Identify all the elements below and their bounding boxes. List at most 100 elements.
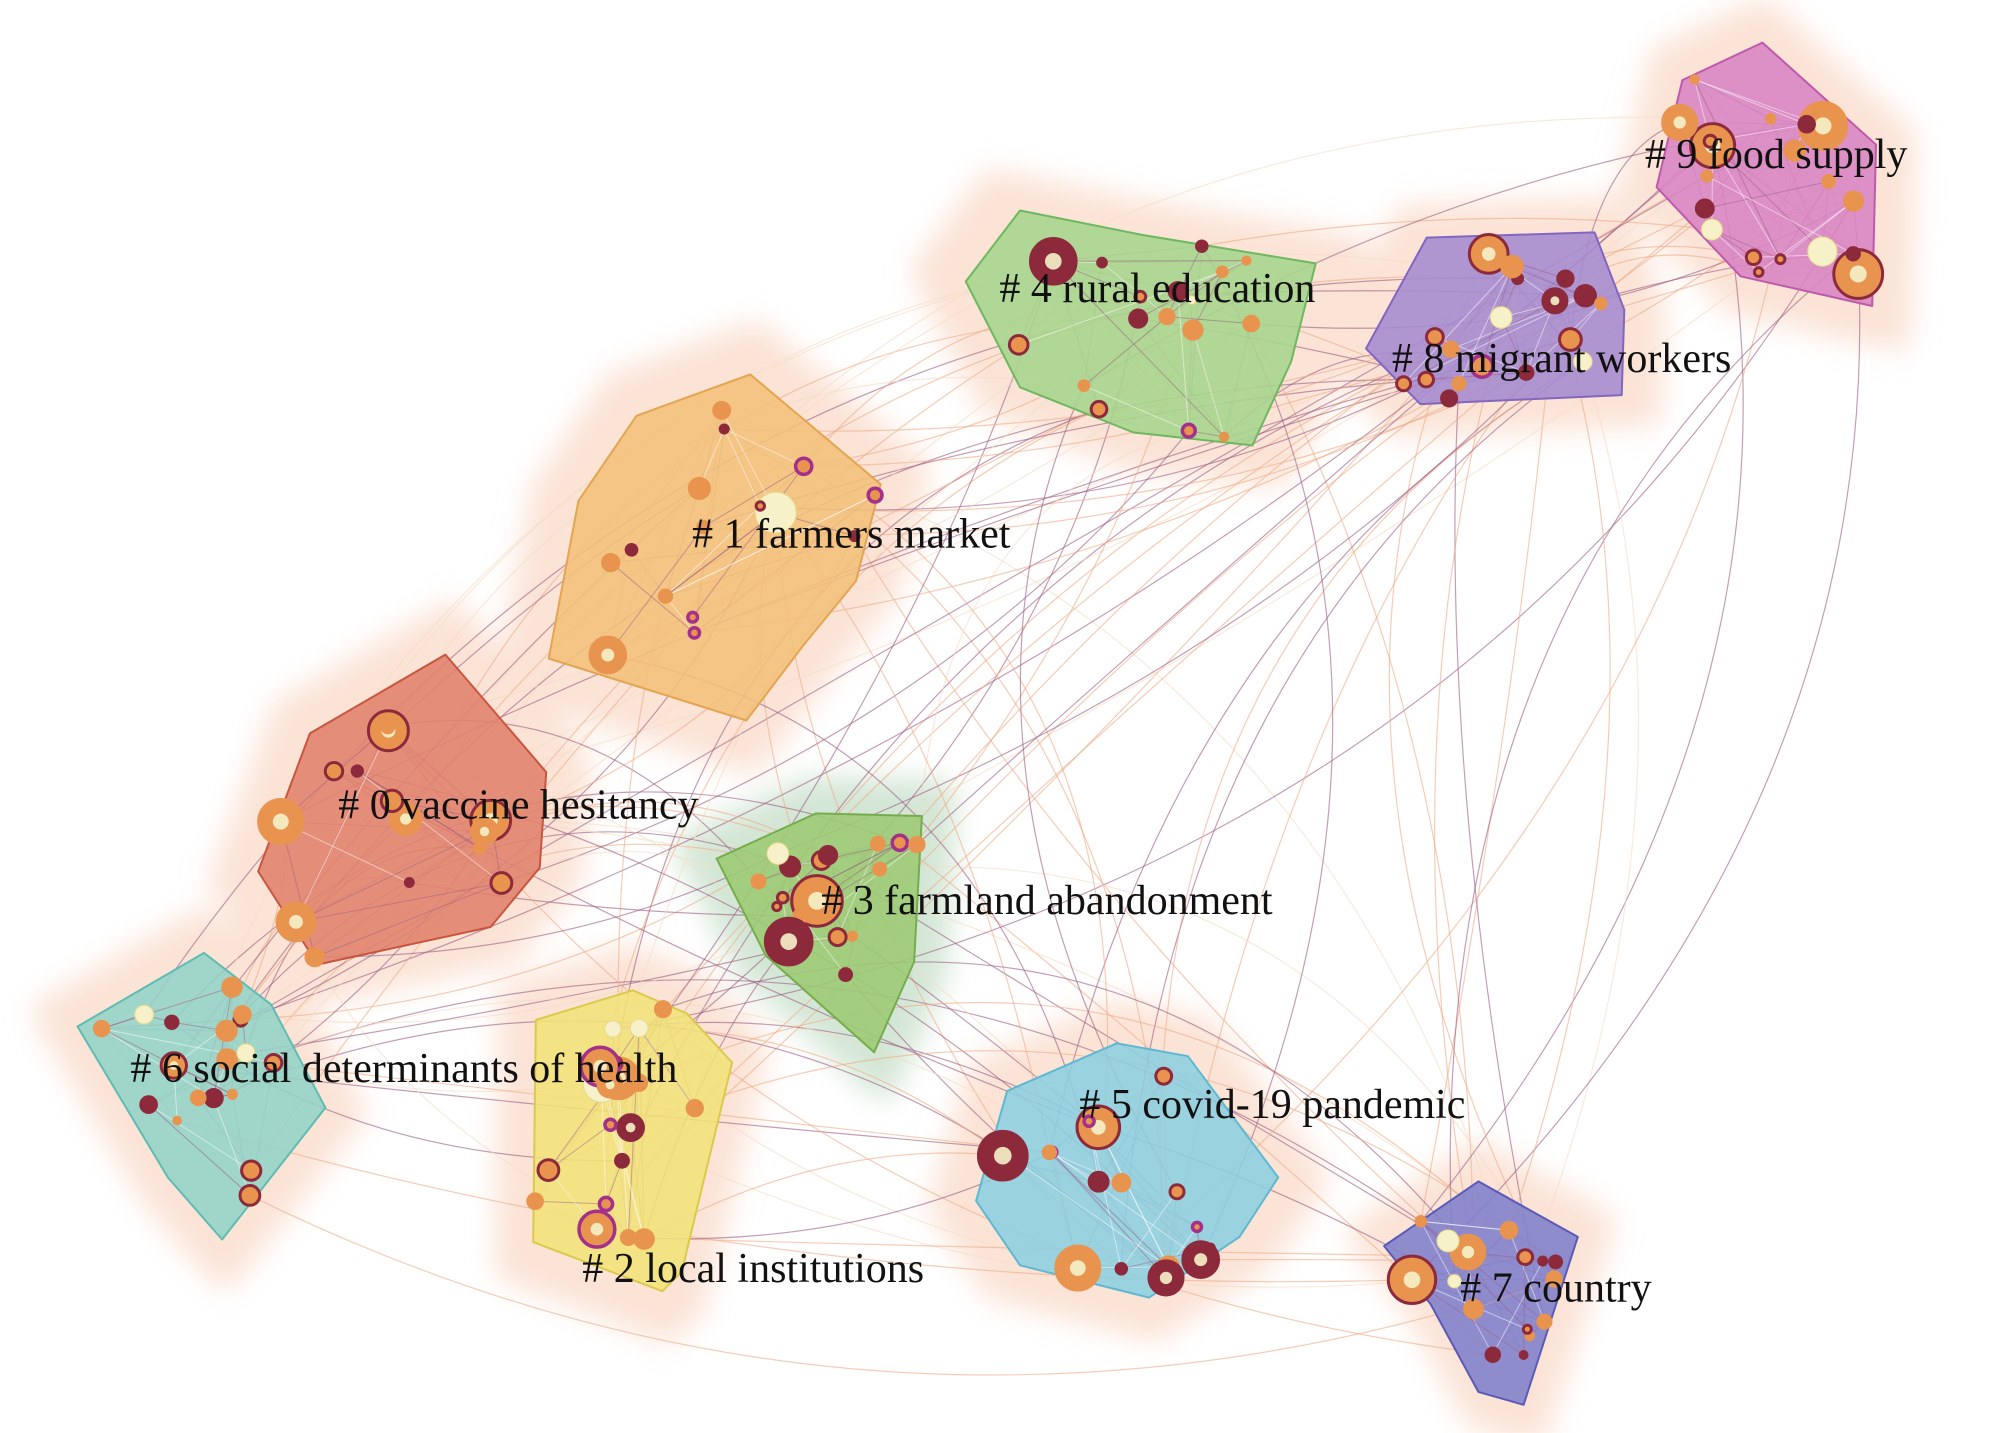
network-node: [403, 877, 415, 888]
network-node-core: [1673, 116, 1686, 129]
network-node: [908, 835, 926, 854]
network-node: [1689, 74, 1700, 85]
network-node: [139, 1095, 158, 1114]
cluster-label-1: # 1 farmers market: [692, 511, 1011, 557]
network-node: [1417, 370, 1435, 389]
cluster-label-4: # 4 rural education: [999, 266, 1315, 312]
network-node: [838, 967, 854, 983]
network-node: [379, 788, 405, 814]
network-node: [1545, 1270, 1563, 1288]
network-node: [696, 519, 711, 535]
network-node: [1700, 169, 1714, 183]
network-node: [1015, 1158, 1026, 1170]
intra-link: [723, 428, 804, 467]
cluster-label-2: # 2 local institutions: [582, 1246, 924, 1292]
network-node: [1395, 375, 1413, 393]
cluster-label-8: # 8 migrant workers: [1392, 336, 1731, 382]
intra-link: [1097, 1127, 1169, 1268]
network-node: [1558, 327, 1583, 352]
network-node: [1241, 255, 1252, 266]
network-node: [1077, 379, 1091, 392]
network-node-core: [169, 1061, 179, 1070]
inter-cluster-link: [916, 145, 1713, 846]
network-node: [1218, 431, 1230, 443]
network-node: [1087, 1170, 1110, 1193]
inter-cluster-link: [777, 303, 1602, 855]
cluster-hull-7: [1383, 1180, 1579, 1406]
intra-link: [1420, 1220, 1509, 1231]
intra-link: [213, 1097, 251, 1196]
intra-link: [148, 1104, 251, 1196]
intra-link: [1020, 1163, 1169, 1268]
intra-link: [692, 465, 805, 618]
network-node-core: [768, 505, 783, 520]
network-node-core: [1461, 1245, 1475, 1259]
network-node: [1242, 314, 1261, 333]
network-node-core: [1194, 1253, 1208, 1267]
network-node-core: [590, 1222, 604, 1236]
network-node: [216, 1048, 239, 1070]
intra-link: [1166, 245, 1203, 317]
network-node: [1556, 269, 1575, 288]
network-node: [601, 552, 621, 573]
intra-link: [1166, 271, 1223, 318]
network-node: [872, 861, 888, 877]
network-node: [1548, 1254, 1564, 1270]
network-node-core: [605, 1080, 615, 1090]
network-node: [189, 1089, 207, 1107]
inter-cluster-link: [853, 535, 1449, 1242]
network-node: [846, 930, 859, 942]
network-node: [1451, 375, 1467, 392]
network-node-core: [1403, 1271, 1421, 1289]
network-node: [1158, 307, 1176, 326]
inter-cluster-link: [314, 853, 779, 958]
cluster-label-5: # 5 covid-19 pandemic: [1079, 1082, 1465, 1128]
network-node: [1469, 353, 1495, 379]
intra-link: [1403, 300, 1556, 385]
network-node: [1128, 308, 1149, 329]
network-node: [712, 400, 732, 420]
network-node: [1154, 1066, 1174, 1086]
intra-link: [295, 882, 502, 923]
network-node: [1463, 1298, 1484, 1320]
network-node: [653, 1000, 673, 1019]
intra-link: [1052, 260, 1225, 438]
network-node: [1744, 248, 1763, 266]
network-node: [766, 842, 790, 865]
network-node: [775, 890, 790, 905]
intra-link: [665, 512, 777, 597]
intra-link: [1101, 262, 1168, 318]
network-node: [1752, 266, 1765, 278]
inter-cluster-link: [1420, 145, 1744, 1222]
inter-cluster-link: [1454, 383, 1546, 1322]
intra-link: [357, 770, 502, 884]
network-node: [1521, 1323, 1533, 1335]
network-node: [687, 476, 711, 500]
network-node: [597, 1195, 615, 1213]
network-node: [134, 1004, 155, 1025]
network-node: [380, 719, 396, 735]
network-node: [1701, 218, 1723, 241]
intra-link: [723, 428, 761, 507]
network-node: [750, 873, 767, 890]
inter-cluster-link: [1120, 150, 1796, 1270]
intra-link: [548, 1124, 611, 1171]
intra-link: [601, 1083, 607, 1205]
network-node: [1442, 340, 1460, 358]
network-node: [866, 486, 884, 504]
network-node-core: [1481, 247, 1496, 261]
inter-cluster-link: [916, 430, 1189, 845]
cluster-label-0: # 0 vaccine hesitancy: [338, 783, 698, 829]
network-node: [1182, 319, 1204, 341]
network-node: [1133, 289, 1148, 304]
intra-link: [1177, 260, 1247, 292]
intra-link: [1508, 1230, 1545, 1322]
network-node: [1783, 139, 1806, 162]
inter-cluster-link: [249, 1194, 1555, 1376]
network-node: [1573, 351, 1593, 372]
network-node: [1518, 1350, 1529, 1360]
intra-link: [1051, 1151, 1167, 1279]
intra-link: [665, 595, 695, 634]
network-node-core: [593, 1059, 607, 1074]
network-node-core: [400, 813, 412, 825]
